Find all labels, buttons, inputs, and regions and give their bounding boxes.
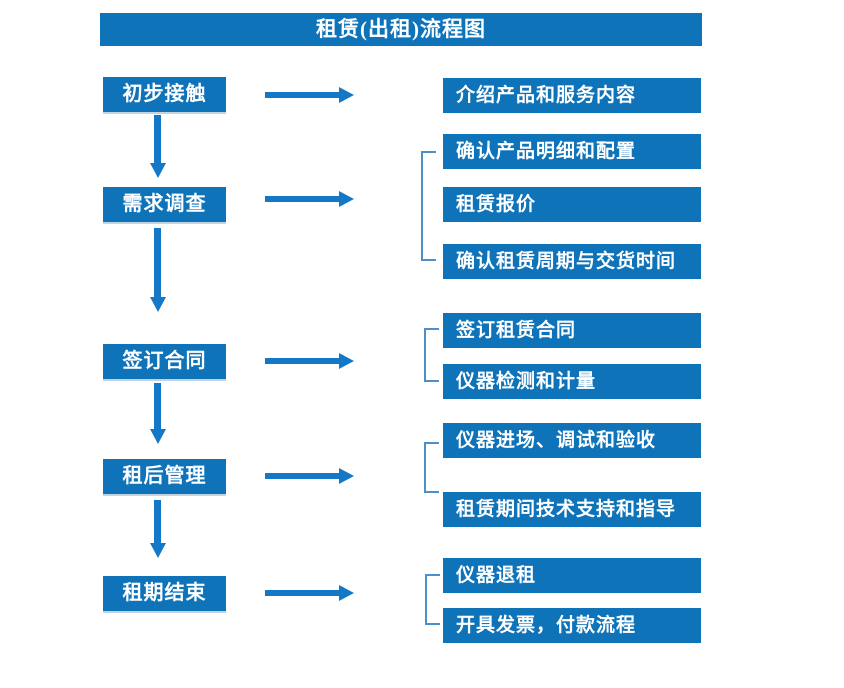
detail-box-confirm-period: 确认租赁周期与交货时间 <box>443 244 701 279</box>
arrow-down-icon <box>149 383 166 444</box>
step-box-post-rental: 租后管理 <box>103 459 226 494</box>
detail-box-instrument-entry: 仪器进场、调试和验收 <box>443 423 701 458</box>
bracket-connector <box>421 151 436 261</box>
bracket-connector <box>425 574 440 625</box>
arrow-down-icon <box>149 228 166 312</box>
detail-box-instrument-return: 仪器退租 <box>443 558 701 593</box>
detail-box-rental-quote: 租赁报价 <box>443 187 701 222</box>
flowchart-title: 租赁(出租)流程图 <box>100 13 702 46</box>
bracket-connector <box>424 328 439 382</box>
detail-box-instrument-testing: 仪器检测和计量 <box>443 364 701 399</box>
arrow-right-icon <box>265 468 354 484</box>
step-box-demand-survey: 需求调查 <box>103 187 226 222</box>
arrow-right-icon <box>265 585 354 601</box>
step-box-sign-contract: 签订合同 <box>103 344 226 379</box>
arrow-down-icon <box>149 500 166 558</box>
step-box-rental-end: 租期结束 <box>103 576 226 611</box>
bracket-connector <box>424 442 439 493</box>
detail-box-invoice-payment: 开具发票，付款流程 <box>443 608 701 643</box>
detail-box-confirm-config: 确认产品明细和配置 <box>443 134 701 169</box>
detail-box-intro-products: 介绍产品和服务内容 <box>443 78 701 113</box>
arrow-right-icon <box>265 353 354 369</box>
detail-box-sign-rental-contract: 签订租赁合同 <box>443 313 701 348</box>
arrow-down-icon <box>149 115 166 178</box>
step-box-initial-contact: 初步接触 <box>103 77 226 112</box>
arrow-right-icon <box>265 87 354 103</box>
arrow-right-icon <box>265 191 354 207</box>
detail-box-tech-support: 租赁期间技术支持和指导 <box>443 492 701 527</box>
